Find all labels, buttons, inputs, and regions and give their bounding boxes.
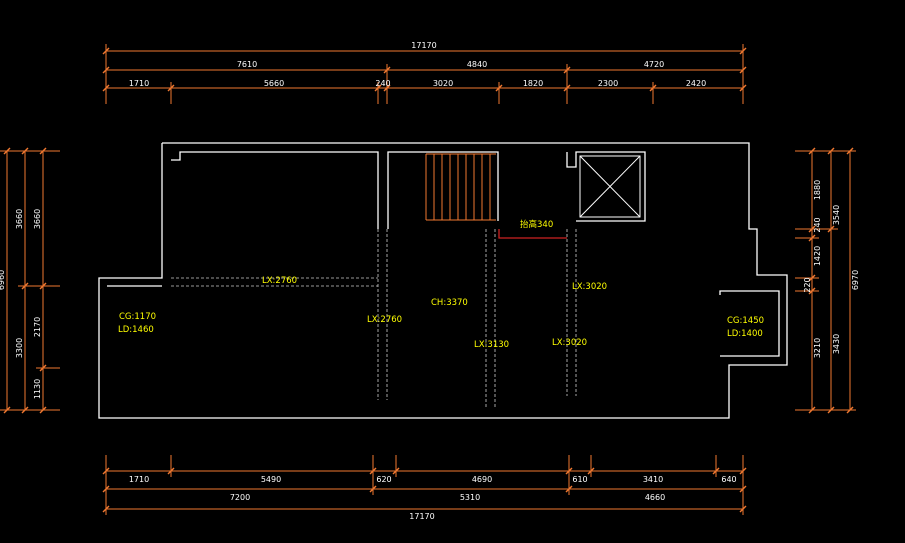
dim-right-mid-2: 3430 (832, 334, 841, 354)
dim-right-total: 6970 (851, 270, 860, 290)
outer-wall (98, 142, 788, 419)
dim-left-mid-2: 3300 (15, 338, 24, 358)
dim-right-seg-4: 220 (803, 277, 812, 292)
dim-top-mid-2: 4840 (467, 60, 487, 69)
label-beam-1: LX:2760 (262, 276, 297, 286)
beam-dashed-lines (171, 229, 577, 409)
label-beam-3: LX:3130 (474, 340, 509, 350)
dim-bot-mid-2: 5310 (460, 493, 480, 502)
left-dimension-chain (0, 150, 60, 411)
dim-top-mid-3: 4720 (644, 60, 664, 69)
dim-bot-mid-3: 4660 (645, 493, 665, 502)
shaft-wall (566, 151, 646, 222)
dim-bot-seg-7: 640 (721, 475, 736, 484)
dim-top-seg-1: 1710 (129, 79, 149, 88)
label-beam-2: LX:2760 (367, 315, 402, 325)
label-raised-floor: 抬高340 (520, 219, 553, 230)
dim-right-seg-2: 240 (813, 217, 822, 232)
dim-right-seg-3: 1420 (813, 246, 822, 266)
dim-bot-mid-1: 7200 (230, 493, 250, 502)
right-dimension-chain (795, 150, 856, 411)
label-beam-5: LX:3020 (572, 282, 607, 292)
dim-top-seg-5: 1820 (523, 79, 543, 88)
label-right-window-ld: LD:1400 (727, 329, 763, 339)
dim-bot-seg-4: 4690 (472, 475, 492, 484)
dim-bot-seg-3: 620 (376, 475, 391, 484)
label-left-window-cg: CG:1170 (119, 312, 156, 322)
dim-top-mid-1: 7610 (237, 60, 257, 69)
dim-left-total: 6960 (0, 270, 6, 290)
dim-bot-seg-1: 1710 (129, 475, 149, 484)
left-dimension-ticks (3, 147, 47, 414)
dim-right-seg-5: 3210 (813, 338, 822, 358)
dim-left-in-1: 3660 (33, 209, 42, 229)
dim-top-seg-7: 2420 (686, 79, 706, 88)
dim-top-seg-6: 2300 (598, 79, 618, 88)
top-dimension-chain (105, 44, 744, 104)
dim-bot-seg-5: 610 (572, 475, 587, 484)
dim-bot-seg-2: 5490 (261, 475, 281, 484)
right-dimension-ticks (808, 147, 854, 414)
raised-floor-outline (498, 229, 567, 239)
dim-top-seg-4: 3020 (433, 79, 453, 88)
left-room-wall (171, 151, 379, 229)
bottom-dimension-ticks (102, 467, 747, 513)
dim-right-seg-1: 1880 (813, 180, 822, 200)
dim-left-mid-1: 3660 (15, 209, 24, 229)
dim-right-mid-1: 3540 (832, 205, 841, 225)
elevator-shaft-icon (579, 155, 641, 218)
dim-left-in-3: 1130 (33, 379, 42, 399)
label-beam-4: LX:3020 (552, 338, 587, 348)
label-left-window-ld: LD:1460 (118, 325, 154, 335)
stair-treads (425, 153, 496, 221)
right-bay-wall (719, 290, 780, 357)
dim-bot-seg-6: 3410 (643, 475, 663, 484)
bottom-dimension-chain (105, 455, 744, 515)
dim-top-seg-3: 240 (375, 79, 390, 88)
label-ceiling-height: CH:3370 (431, 298, 468, 308)
walls (98, 142, 788, 419)
dim-bot-total: 17170 (409, 512, 434, 521)
dim-left-in-2: 2170 (33, 317, 42, 337)
dim-top-seg-2: 5660 (264, 79, 284, 88)
label-right-window-cg: CG:1450 (727, 316, 764, 326)
top-dimension-ticks (102, 47, 747, 92)
stair-room-wall (387, 151, 499, 229)
dim-top-total: 17170 (411, 41, 436, 50)
